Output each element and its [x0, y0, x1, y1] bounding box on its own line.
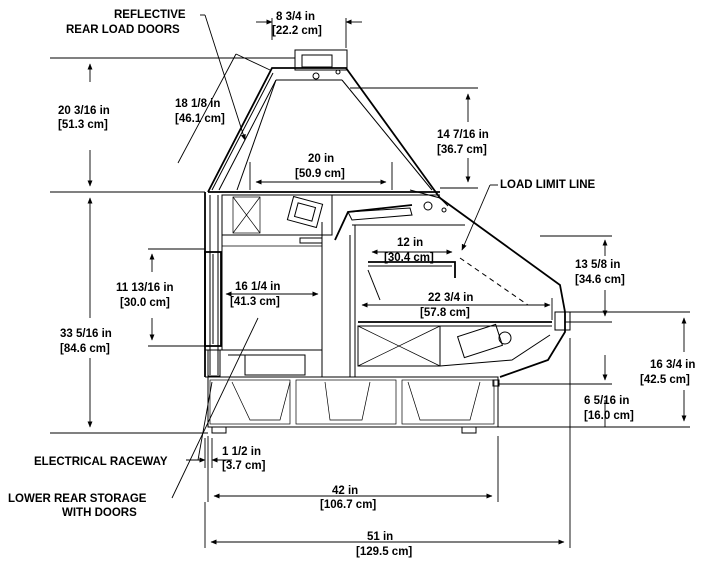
callout-load-limit: LOAD LIMIT LINE [500, 179, 596, 191]
callout-electrical-raceway: ELECTRICAL RACEWAY [34, 456, 168, 468]
dim-canopy-height-in: 14 7/16 in [437, 129, 489, 141]
callout-reflective-1: REFLECTIVE [114, 9, 186, 21]
callout-leaders [171, 14, 498, 499]
dim-door-length-cm: [46.1 cm] [175, 113, 225, 125]
base-cabinet [207, 376, 499, 428]
dim-canopy-height-cm: [36.7 cm] [437, 144, 487, 156]
dim-raceway-depth-in: 1 1/2 in [222, 446, 261, 458]
dim-deck-height-cm: [42.5 cm] [640, 374, 690, 386]
dim-upper-depth-in: 20 in [308, 153, 334, 165]
dim-base-depth-in: 42 in [332, 485, 358, 497]
dim-shelf-depth-in: 12 in [397, 237, 423, 249]
dim-top-width-in: 8 3/4 in [276, 11, 315, 23]
dimension-lines [50, 18, 690, 548]
dim-overall-depth-in: 51 in [367, 531, 393, 543]
dim-door-length-in: 18 1/8 in [175, 98, 220, 110]
dim-deck-height-in: 16 3/4 in [650, 359, 695, 371]
dim-raceway-depth-cm: [3.7 cm] [222, 460, 266, 472]
callout-lower-storage-1: LOWER REAR STORAGE [8, 493, 147, 505]
dim-upper-depth-cm: [50.9 cm] [295, 168, 345, 180]
dim-front-height-cm: [34.6 cm] [575, 274, 625, 286]
dim-door-height-cm: [51.3 cm] [58, 119, 108, 131]
dim-top-width-cm: [22.2 cm] [272, 25, 322, 37]
dim-deck-depth-in: 22 3/4 in [428, 292, 473, 304]
dim-door-height-in: 20 3/16 in [58, 105, 110, 117]
dim-base-depth-cm: [106.7 cm] [320, 499, 376, 511]
dim-front-height-in: 13 5/8 in [575, 259, 620, 271]
case-outline [204, 49, 571, 434]
callout-reflective-2: REAR LOAD DOORS [66, 24, 180, 36]
callout-lower-storage-2: WITH DOORS [62, 507, 137, 519]
dim-storage-depth-in: 16 1/4 in [235, 281, 280, 293]
dim-bumper-height-cm: [16.0 cm] [584, 410, 634, 422]
dim-storage-height-in: 11 13/16 in [116, 282, 174, 294]
dim-storage-depth-cm: [41.3 cm] [230, 296, 280, 308]
dim-base-height-cm: [84.6 cm] [60, 343, 110, 355]
dim-overall-depth-cm: [129.5 cm] [356, 546, 412, 558]
dim-storage-height-cm: [30.0 cm] [120, 297, 170, 309]
labels: REFLECTIVE REAR LOAD DOORS 8 3/4 in [22.… [8, 9, 695, 558]
dim-base-height-in: 33 5/16 in [60, 328, 112, 340]
dim-bumper-height-in: 6 5/16 in [584, 395, 629, 407]
dim-deck-depth-cm: [57.8 cm] [420, 307, 470, 319]
dim-shelf-depth-cm: [30.4 cm] [384, 252, 434, 264]
